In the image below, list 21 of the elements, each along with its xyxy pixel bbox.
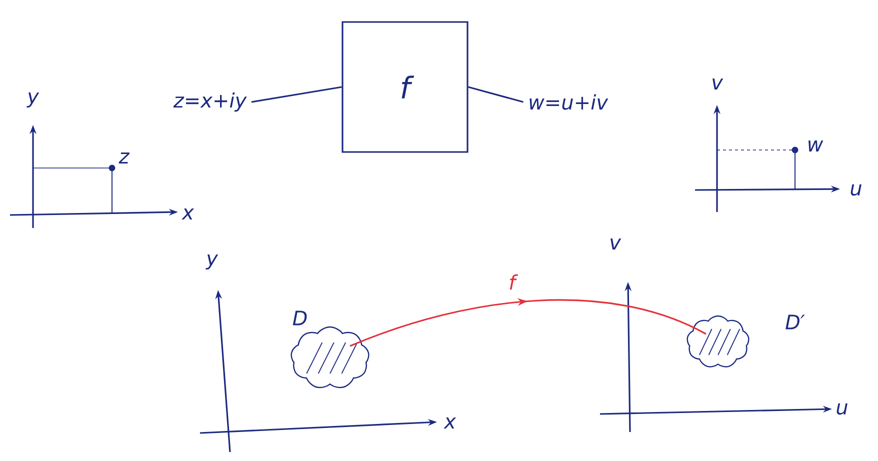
- shaded-region: [686, 315, 750, 368]
- formula-text: w=u+iv: [530, 94, 608, 110]
- shaded-region: [290, 326, 370, 388]
- axis-label: v: [712, 78, 724, 90]
- connector: [251, 86, 342, 103]
- edge-label: f: [510, 274, 518, 290]
- axis-label: y: [26, 92, 40, 108]
- axis-label: y: [206, 254, 218, 270]
- region-label: D′: [786, 314, 805, 330]
- axis-label: z: [118, 152, 130, 164]
- region-label: D: [292, 310, 307, 326]
- formula-text: z=x+iy: [173, 92, 247, 112]
- axis-label: x: [444, 418, 456, 428]
- axis-label: u: [836, 403, 848, 415]
- connector: [468, 86, 524, 103]
- axis-label: w: [808, 140, 824, 152]
- function-box: f: [342, 21, 468, 153]
- connector: [350, 298, 706, 347]
- axis-label: u: [850, 184, 862, 196]
- axis-label: x: [182, 208, 194, 220]
- axis-label: v: [610, 238, 622, 250]
